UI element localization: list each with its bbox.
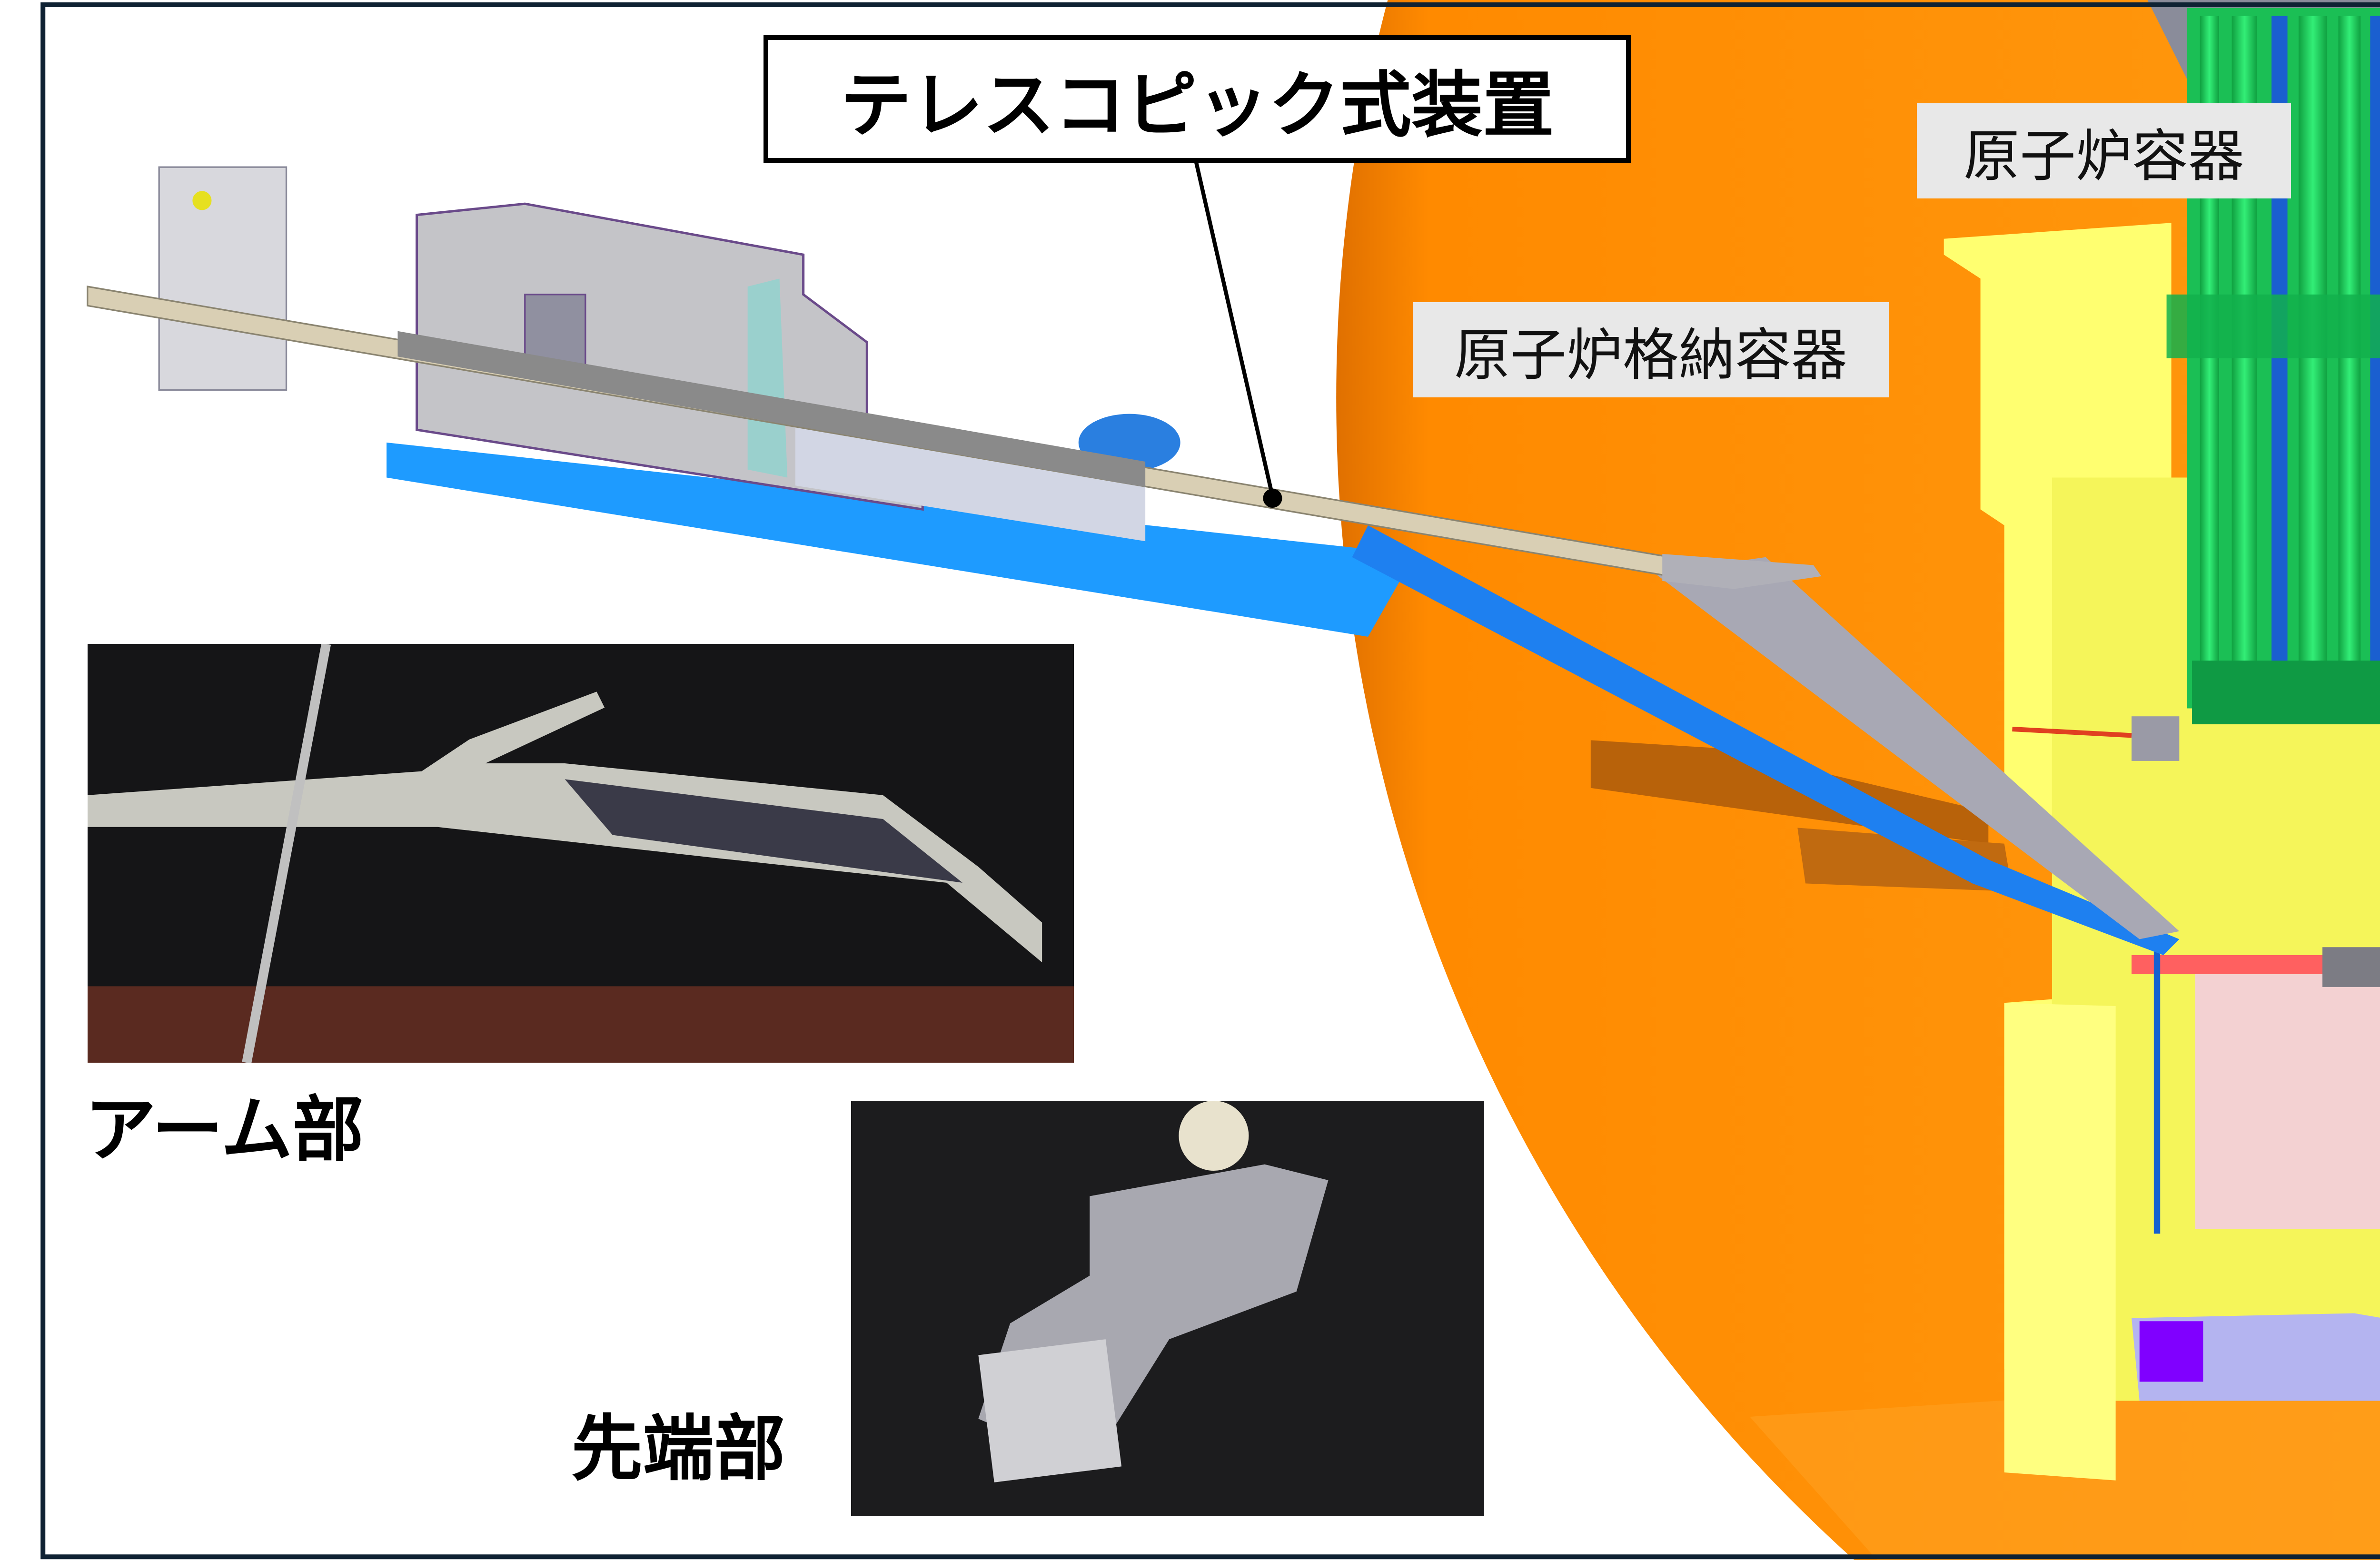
callout-leader-dot — [1263, 488, 1282, 508]
tip-section-photo — [851, 1101, 1484, 1516]
arm-section-photo — [88, 644, 1074, 1063]
device-base-rail — [387, 442, 1400, 637]
telescopic-device-label: テレスコピック式装置 — [764, 35, 1631, 163]
containment-vessel-label: 原子炉格納容器 — [1413, 302, 1889, 397]
arm-section-caption: アーム部 — [85, 1089, 364, 1172]
reactor-internals — [2012, 716, 2380, 1401]
device-drive-unit — [158, 166, 1180, 542]
diagram-frame — [40, 2, 2380, 1560]
callout-leader-line — [1194, 162, 1275, 497]
tip-section-caption: 先端部 — [571, 1408, 786, 1491]
reactor-vessel-label: 原子炉容器 — [1917, 103, 2291, 198]
